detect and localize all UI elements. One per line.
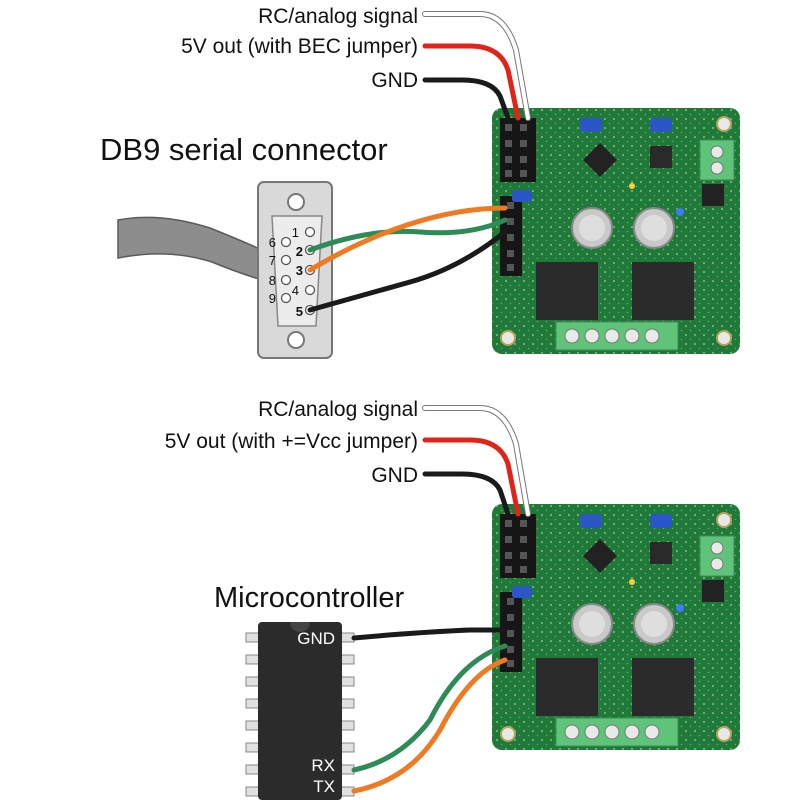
mcu-gnd-wire bbox=[351, 627, 508, 641]
motor-controller-board-bottom bbox=[492, 504, 740, 750]
db9-pin-9: 9 bbox=[269, 291, 276, 306]
db9-pin-7: 7 bbox=[269, 253, 276, 268]
top-gnd-label: GND bbox=[371, 69, 418, 92]
bottom-ground-wire bbox=[422, 471, 511, 517]
mcu-rx-wire bbox=[351, 643, 508, 773]
db9-pin-8: 8 bbox=[269, 273, 276, 288]
db9-connector-title: DB9 serial connector bbox=[100, 132, 388, 167]
db9-pin-2: 2 bbox=[296, 244, 303, 259]
top-ground-wire bbox=[422, 77, 511, 121]
db9-orange-wire bbox=[307, 205, 508, 273]
motor-controller-board-top bbox=[492, 108, 740, 354]
db9-pin-3: 3 bbox=[296, 263, 303, 278]
bottom-power-wire bbox=[422, 437, 521, 517]
db9-green-wire bbox=[307, 217, 508, 253]
mcu-rx-pin-label: RX bbox=[311, 756, 335, 775]
mcu-gnd-pin-label: GND bbox=[297, 629, 335, 648]
mcu-tx-wire bbox=[351, 657, 508, 794]
bottom-gnd-label: GND bbox=[371, 464, 418, 487]
top-rc-signal-label: RC/analog signal bbox=[258, 5, 418, 28]
db9-black-wire bbox=[307, 229, 508, 313]
db9-pin-4: 4 bbox=[292, 283, 299, 298]
ribbon-cable bbox=[117, 216, 263, 282]
db9-pin-5: 5 bbox=[296, 304, 303, 319]
microcontroller-title: Microcontroller bbox=[214, 582, 404, 614]
top-5v-out-label: 5V out (with BEC jumper) bbox=[181, 35, 418, 58]
bottom-rc-signal-label: RC/analog signal bbox=[258, 398, 418, 421]
top-power-wire bbox=[422, 43, 521, 121]
bottom-5v-out-label: 5V out (with +=Vcc jumper) bbox=[165, 430, 418, 453]
bottom-diagram: RC/analog signal 5V out (with +=Vcc jump… bbox=[165, 398, 740, 800]
top-diagram: RC/analog signal 5V out (with BEC jumper… bbox=[100, 5, 740, 359]
db9-pin-6: 6 bbox=[269, 235, 276, 250]
mcu-tx-pin-label: TX bbox=[313, 777, 335, 796]
db9-connector: 1 2 3 4 5 6 7 8 9 bbox=[257, 181, 333, 359]
microcontroller-chip: GND RX TX bbox=[245, 622, 355, 800]
db9-pin-1: 1 bbox=[292, 225, 299, 240]
